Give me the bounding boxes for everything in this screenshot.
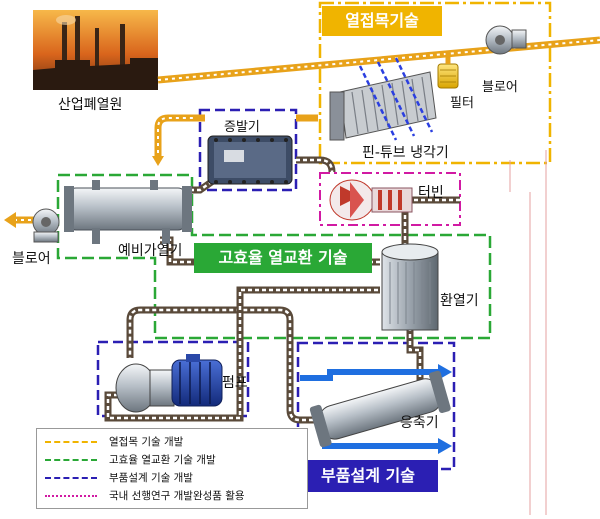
label-evaporator: 증발기 <box>224 120 260 135</box>
zone-pump <box>96 340 250 418</box>
factory-image <box>33 10 158 90</box>
preheater-device <box>64 180 192 244</box>
label-filter: 필터 <box>450 96 474 111</box>
badge-heat-tech: 열접목기술 <box>322 6 442 36</box>
label-condenser: 응축기 <box>400 415 439 431</box>
condenser-device <box>309 370 451 448</box>
blower-left-device <box>32 208 60 243</box>
pump-device <box>115 354 223 413</box>
label-blower-left: 블로어 <box>12 251 51 267</box>
legend-text: 국내 선행연구 개발완성품 활용 <box>109 490 245 502</box>
legend-text: 고효율 열교환 기술 개발 <box>109 454 216 466</box>
fin-tube-cooler-device <box>329 57 437 141</box>
zone-evaporator <box>198 108 298 192</box>
legend-line-orange <box>45 441 97 443</box>
legend-text: 열접목 기술 개발 <box>109 436 184 448</box>
legend: 열접목 기술 개발 고효율 열교환 기술 개발 부품설계 기술 개발 국내 선행… <box>36 428 308 509</box>
label-fin-tube-cooler: 핀-튜브 냉각기 <box>362 145 449 161</box>
zone-turbine <box>319 172 461 226</box>
zone-heat-tech <box>318 1 552 165</box>
badge-component-tech: 부품설계 기술 <box>298 460 438 492</box>
legend-line-navy <box>45 477 97 479</box>
heat-exchanger-device <box>381 243 439 331</box>
label-pump: 펌프 <box>222 375 248 391</box>
blower-right-device <box>485 25 527 55</box>
label-heat-exchanger: 환열기 <box>440 293 479 309</box>
evaporator-device <box>207 135 293 185</box>
label-turbine: 터빈 <box>418 185 444 201</box>
legend-line-green <box>45 459 97 461</box>
legend-text: 부품설계 기술 개발 <box>109 472 193 484</box>
legend-line-magenta <box>45 495 97 497</box>
label-blower-right: 블로어 <box>482 80 518 95</box>
badge-efficiency-tech: 고효율 열교환 기술 <box>194 243 372 273</box>
label-preheater: 예비가열기 <box>118 243 183 259</box>
turbine-device <box>329 179 413 221</box>
filter-device <box>437 52 459 89</box>
label-factory: 산업폐열원 <box>58 97 123 113</box>
